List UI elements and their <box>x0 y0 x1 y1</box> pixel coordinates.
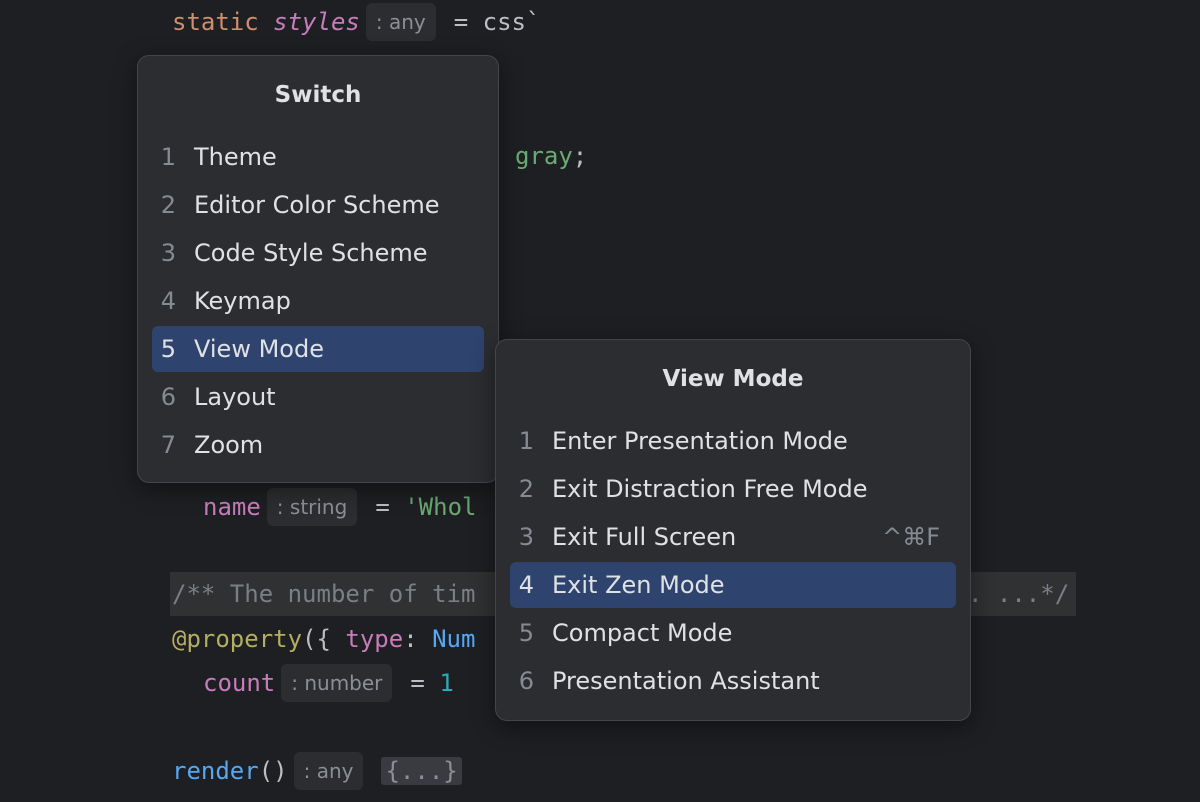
field-count: count <box>203 669 276 697</box>
menu-item-mnemonic: 2 <box>518 475 534 503</box>
switch-item-theme[interactable]: 1 Theme <box>152 134 484 180</box>
type-hint-any: : any <box>293 752 364 790</box>
view-mode-popup-title: View Mode <box>662 366 804 392</box>
view-mode-item-exit-full-screen[interactable]: 3 Exit Full Screen ^⌘F <box>510 514 956 560</box>
view-mode-item-enter-presentation-mode[interactable]: 1 Enter Presentation Mode <box>510 418 956 464</box>
menu-item-mnemonic: 1 <box>518 427 534 455</box>
view-mode-item-exit-distraction-free-mode[interactable]: 2 Exit Distraction Free Mode <box>510 466 956 512</box>
parens: () <box>258 757 288 785</box>
menu-item-shortcut: ^⌘F <box>882 523 940 551</box>
menu-item-mnemonic: 3 <box>518 523 534 551</box>
menu-item-mnemonic: 4 <box>518 571 534 599</box>
menu-item-label: Code Style Scheme <box>194 239 428 267</box>
switch-popup-title: Switch <box>274 82 362 108</box>
code-line-name: name: string = 'Whol <box>203 485 476 529</box>
menu-item-label: Exit Zen Mode <box>552 571 725 599</box>
view-mode-item-exit-zen-mode[interactable]: 4 Exit Zen Mode <box>510 562 956 608</box>
menu-item-mnemonic: 4 <box>160 287 176 315</box>
string-value: 'Whol <box>404 493 477 521</box>
menu-item-mnemonic: 7 <box>160 431 176 459</box>
menu-item-label: View Mode <box>194 335 324 363</box>
switch-item-layout[interactable]: 6 Layout <box>152 374 484 420</box>
decorator-property: @property <box>172 625 303 653</box>
class-number: Num <box>432 625 476 653</box>
menu-item-mnemonic: 3 <box>160 239 176 267</box>
assign-operator: = <box>410 669 440 697</box>
menu-item-label: Zoom <box>194 431 264 459</box>
menu-item-label: Enter Presentation Mode <box>552 427 848 455</box>
menu-item-label: Editor Color Scheme <box>194 191 440 219</box>
switch-popup: Switch 1 Theme 2 Editor Color Scheme 3 Code S… <box>137 55 499 483</box>
colon: : <box>403 625 433 653</box>
view-mode-item-presentation-assistant[interactable]: 6 Presentation Assistant <box>510 658 956 704</box>
switch-item-code-style-scheme[interactable]: 3 Code Style Scheme <box>152 230 484 276</box>
menu-item-label: Layout <box>194 383 276 411</box>
folded-block[interactable]: {...} <box>381 757 462 785</box>
doc-comment: /** The number of tim <box>172 580 476 608</box>
assign-operator: = <box>375 493 405 521</box>
code-line-render: render(): any {...} <box>172 749 462 793</box>
menu-item-mnemonic: 6 <box>160 383 176 411</box>
field-name: name <box>203 493 261 521</box>
field-styles: styles <box>273 8 360 36</box>
switch-item-zoom[interactable]: 7 Zoom <box>152 422 484 468</box>
code-line-comment: /** The number of tim <box>172 572 475 616</box>
code-line-property: @property({ type: Num <box>172 617 475 661</box>
switch-item-view-mode[interactable]: 5 View Mode <box>152 326 484 372</box>
menu-item-label: Theme <box>194 143 277 171</box>
view-mode-item-compact-mode[interactable]: 5 Compact Mode <box>510 610 956 656</box>
menu-item-mnemonic: 1 <box>160 143 176 171</box>
type-hint-number: : number <box>281 664 393 702</box>
menu-item-label: Exit Full Screen <box>552 523 737 551</box>
menu-item-label: Keymap <box>194 287 291 315</box>
method-render: render <box>172 757 259 785</box>
css-value-gray: gray <box>515 142 573 170</box>
switch-item-editor-color-scheme[interactable]: 2 Editor Color Scheme <box>152 182 484 228</box>
keyword-static: static <box>172 8 259 36</box>
doc-comment-end: . ...*/ <box>968 580 1070 608</box>
menu-item-mnemonic: 5 <box>160 335 176 363</box>
menu-item-label: Exit Distraction Free Mode <box>552 475 868 503</box>
open-brace: ({ <box>302 625 346 653</box>
css-template-start: = css` <box>453 8 541 36</box>
number-value: 1 <box>439 669 454 697</box>
menu-item-mnemonic: 6 <box>518 667 534 695</box>
menu-item-label: Compact Mode <box>552 619 733 647</box>
type-hint-string: : string <box>266 488 358 526</box>
key-type: type <box>345 625 404 653</box>
type-hint-any: : any <box>365 3 436 41</box>
menu-item-mnemonic: 2 <box>160 191 176 219</box>
switch-item-keymap[interactable]: 4 Keymap <box>152 278 484 324</box>
code-line-count: count: number = 1 <box>203 661 454 705</box>
menu-item-label: Presentation Assistant <box>552 667 820 695</box>
menu-item-mnemonic: 5 <box>518 619 534 647</box>
code-line-comment-end: . ...*/ <box>968 572 1069 616</box>
code-line-styles: static styles: any = css` <box>172 0 540 44</box>
code-line-gray: gray; <box>515 134 587 178</box>
semicolon: ; <box>572 142 588 170</box>
